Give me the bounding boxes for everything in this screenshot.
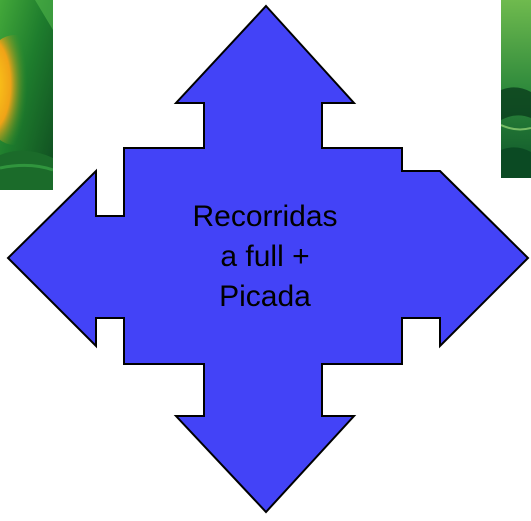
arrow-center-label: Recorridas a full + Picada [150, 197, 380, 317]
